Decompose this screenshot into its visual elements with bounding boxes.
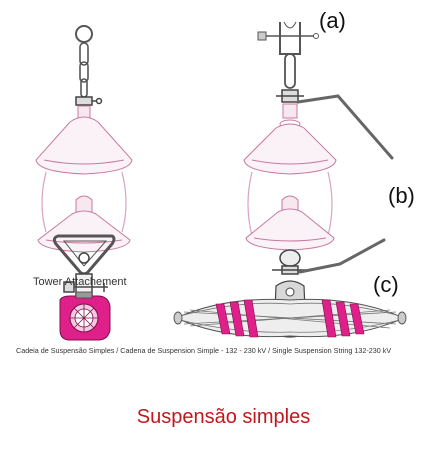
upper-clevis-right — [276, 89, 304, 103]
label-b: (b) — [388, 183, 415, 208]
suspension-clamp-left — [59, 291, 111, 341]
chain-links-left — [79, 42, 89, 98]
insulator-disc-bottom-left — [37, 210, 131, 253]
top-ring-left — [75, 25, 93, 43]
page-title: Suspensão simples — [136, 406, 311, 428]
link-right — [284, 53, 296, 89]
arcing-horn-upper — [296, 94, 394, 160]
label-c: (c) — [373, 272, 399, 297]
right-insulator-string — [173, 21, 407, 338]
socket-eye-right — [272, 249, 308, 275]
insulator-skirt-left — [41, 171, 127, 233]
tower-attachment-label: Tower Attachement — [33, 276, 127, 288]
arcing-horn-lower — [298, 238, 386, 274]
insulator-disc-top-right — [243, 123, 337, 175]
armour-rods-right — [173, 298, 407, 338]
label-a: (a) — [319, 8, 346, 33]
figure-caption: Cadeia de Suspensão Simples / Cadena de … — [16, 346, 392, 355]
insulator-cap-right — [282, 103, 298, 119]
shackle-top-right — [257, 21, 319, 55]
insulator-disc-top-left — [35, 116, 133, 175]
insulator-disc-bottom-right — [245, 208, 335, 251]
insulator-skirt-right — [247, 171, 333, 237]
left-insulator-string — [35, 25, 133, 341]
clevis-left — [75, 96, 103, 106]
